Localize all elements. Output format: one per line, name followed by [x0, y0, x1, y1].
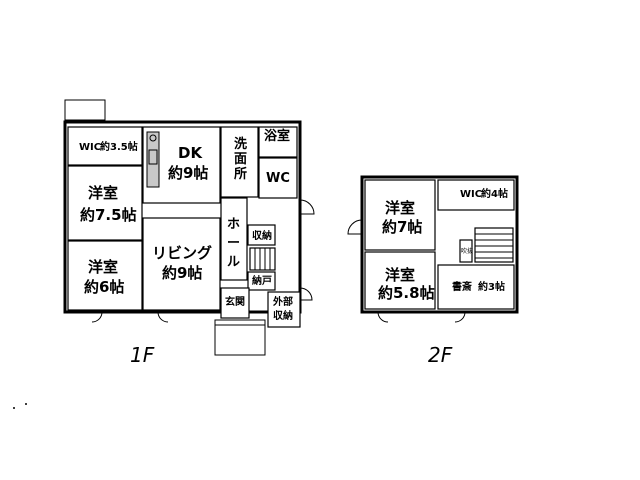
door-swing [157, 311, 169, 323]
door-swing [91, 311, 103, 323]
label-dk-size: 約9帖 [168, 164, 208, 182]
label-genkan: 玄関 [225, 295, 245, 308]
door-swing [299, 199, 315, 215]
room-hall [220, 197, 248, 281]
stray-dot [13, 407, 15, 409]
room-yoshitsu-5-8 [364, 251, 436, 310]
label-yoshitsu-7-5-size: 約7.5帖 [80, 206, 137, 224]
label-wic-size: 約3.5帖 [100, 140, 138, 153]
room-bath [258, 126, 298, 158]
label-hall-1: ホ [227, 217, 240, 232]
label-outdoor-storage-2: 収納 [273, 309, 293, 322]
label-wic-2f-size: 約4帖 [481, 187, 508, 200]
label-yoshitsu-6-name: 洋室 [88, 258, 118, 276]
label-yoshitsu-7-size: 約7帖 [382, 218, 422, 236]
floor-2-plan: 洋室 約7帖 WIC 約4帖 吹抜 洋室 約5.8帖 書斎 約3帖 2F [347, 175, 519, 367]
label-outdoor-storage-1: 外部 [272, 295, 293, 308]
room-wc [258, 157, 298, 199]
stray-dot [25, 403, 27, 405]
label-living-size: 約9帖 [162, 264, 202, 282]
room-yoshitsu-7 [364, 179, 436, 251]
floor-1-label: 1F [130, 343, 155, 367]
floor-2-label: 2F [428, 343, 453, 367]
stove-icon [149, 134, 157, 142]
label-senmen-3: 所 [234, 166, 247, 182]
door-swing [347, 219, 363, 235]
label-yoshitsu-5-8-name: 洋室 [385, 266, 415, 284]
room-yoshitsu-7-5 [67, 165, 143, 241]
label-study-name: 書斎 [452, 280, 472, 293]
terrace [64, 99, 106, 121]
label-yoshitsu-7-name: 洋室 [385, 199, 415, 217]
door-swing [454, 311, 466, 323]
label-fukinuke: 吹抜 [461, 247, 473, 255]
label-wc: WC [266, 171, 290, 186]
label-hall-3: ル [227, 255, 240, 270]
label-hall-2: ー [227, 236, 240, 251]
sink-icon [148, 149, 158, 165]
room-nando [247, 271, 276, 291]
room-wic-2f [437, 179, 515, 211]
label-yoshitsu-6-size: 約6帖 [84, 278, 124, 296]
label-bath: 浴室 [264, 128, 290, 144]
label-dk-name: DK [178, 144, 203, 162]
room-fukinuke [459, 239, 473, 263]
label-senmen-1: 洗 [234, 136, 247, 152]
room-living [142, 217, 221, 311]
label-nando: 納戸 [252, 274, 272, 287]
room-yoshitsu-6 [67, 240, 143, 311]
label-living-name: リビング [152, 244, 212, 262]
label-wic-name: WIC [79, 142, 101, 153]
kitchen-counter [146, 131, 160, 188]
floor-1-plan: WIC 約3.5帖 DK 約9帖 洗 面 所 浴室 WC 洋室 約7.5帖 ホ … [63, 99, 315, 367]
porch [214, 319, 266, 356]
room-outdoor-storage [267, 291, 301, 328]
room-senmen [220, 126, 259, 198]
label-yoshitsu-5-8-size: 約5.8帖 [378, 284, 435, 302]
label-study-size: 約3帖 [478, 280, 505, 293]
room-genkan [220, 287, 250, 319]
floor-2-outer-wall [360, 175, 519, 314]
door-swing [299, 287, 313, 301]
label-storage: 収納 [252, 229, 272, 242]
label-wic-2f-name: WIC [460, 189, 482, 200]
label-senmen-2: 面 [234, 152, 247, 167]
stairs-2f [474, 227, 514, 263]
room-wic-1f [67, 126, 143, 166]
door-swing [377, 311, 389, 323]
room-storage [247, 224, 276, 246]
floor-1-outer-wall [63, 120, 302, 314]
stairs-1f [249, 247, 276, 271]
room-study [437, 264, 515, 310]
label-yoshitsu-7-5-name: 洋室 [88, 184, 118, 202]
